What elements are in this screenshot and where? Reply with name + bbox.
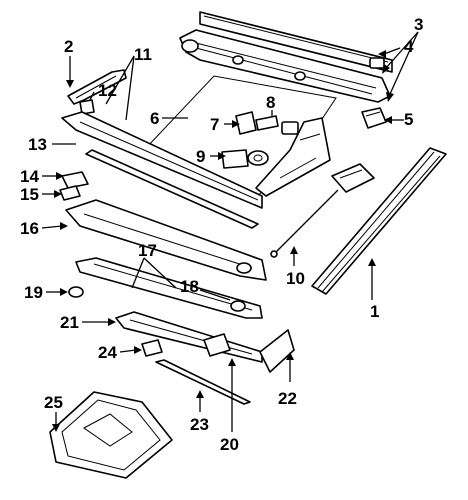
callout-6: 6	[150, 109, 159, 128]
callout-16: 16	[20, 219, 39, 238]
part-12-clip	[79, 99, 95, 115]
callout-19: 19	[24, 283, 43, 302]
callout-20: 20	[220, 435, 239, 454]
upper-rail-assembly	[179, 11, 393, 103]
hardware-parts	[221, 111, 299, 169]
callout-25: 25	[44, 393, 63, 412]
callout-15: 15	[20, 185, 39, 204]
part-24-clip	[141, 339, 163, 357]
parts-14-15-clips	[59, 171, 89, 201]
part-18-knob	[230, 300, 246, 312]
part-10-motor	[270, 163, 375, 258]
leader-lines	[41, 31, 419, 432]
callout-13: 13	[28, 135, 47, 154]
callout-23: 23	[190, 415, 209, 434]
callouts: 1 2 3 4 5 6 7 8 9 10 11 12 13 14 15 16 1…	[20, 15, 423, 454]
callout-7: 7	[210, 115, 219, 134]
callout-22: 22	[278, 389, 297, 408]
part-19-knob	[68, 286, 84, 298]
part-20-bracket	[203, 333, 231, 357]
callout-14: 14	[20, 167, 39, 186]
callout-21: 21	[60, 313, 79, 332]
callout-24: 24	[98, 343, 117, 362]
part-23-strip	[155, 359, 251, 405]
callout-9: 9	[196, 147, 205, 166]
front-header-bar	[61, 111, 263, 209]
callout-11: 11	[134, 45, 152, 64]
part-21-mechanism	[115, 311, 263, 363]
callout-10: 10	[286, 269, 305, 288]
callout-4: 4	[404, 37, 414, 56]
part-22-panel	[259, 329, 295, 373]
callout-12: 12	[98, 81, 117, 100]
callout-3: 3	[414, 15, 423, 34]
part-1-rail	[311, 147, 447, 295]
part-17-track	[75, 257, 263, 319]
part-2-bracket	[67, 69, 127, 105]
part-16-frame	[65, 199, 267, 281]
side-bracket	[255, 117, 331, 197]
callout-17: 17	[138, 241, 157, 260]
callout-5: 5	[404, 110, 413, 129]
callout-2: 2	[64, 37, 73, 56]
callout-18: 18	[180, 277, 199, 296]
callout-8: 8	[266, 93, 275, 112]
callout-1: 1	[370, 302, 379, 321]
part-5-block	[361, 107, 387, 129]
part-25-tray	[49, 391, 173, 479]
front-seal-strip	[85, 149, 259, 229]
